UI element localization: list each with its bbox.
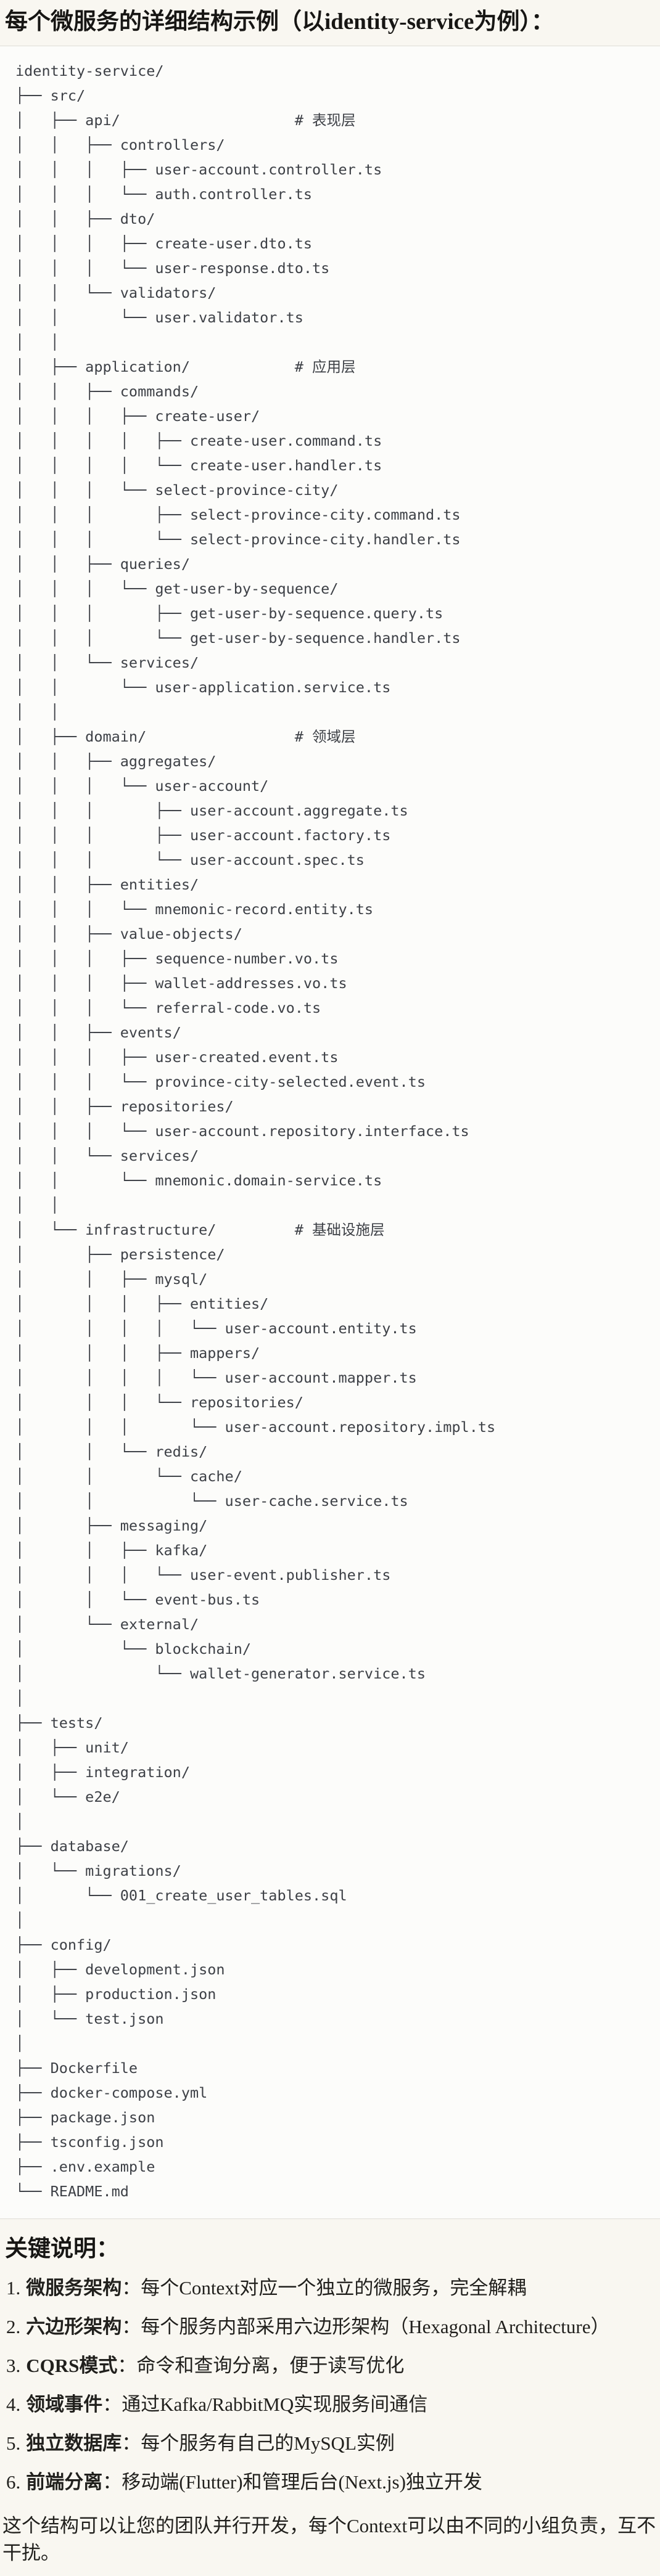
- list-item: 4.领域事件：通过Kafka/RabbitMQ实现服务间通信: [6, 2392, 654, 2418]
- list-item-text: ：每个服务内部采用六边形架构（Hexagonal Architecture）: [122, 2315, 610, 2337]
- list-item-text: ：每个Context对应一个独立的微服务，完全解耦: [122, 2276, 527, 2299]
- list-item: 3.CQRS模式：命令和查询分离，便于读写优化: [6, 2353, 654, 2379]
- list-item: 5.独立数据库：每个服务有自己的MySQL实例: [6, 2431, 654, 2456]
- closing-paragraph: 这个结构可以让您的团队并行开发，每个Context可以由不同的小组负责，互不干扰…: [2, 2515, 656, 2564]
- list-item-text: ：通过Kafka/RabbitMQ实现服务间通信: [102, 2393, 428, 2415]
- list-item: 1.微服务架构：每个Context对应一个独立的微服务，完全解耦: [6, 2275, 654, 2301]
- directory-tree-code-block: identity-service/ ├── src/ │ ├── api/ # …: [0, 46, 660, 2220]
- list-item-label: 领域事件: [26, 2393, 103, 2415]
- list-item-number: 4.: [6, 2393, 21, 2415]
- list-item-number: 1.: [6, 2276, 21, 2299]
- list-item-label: 独立数据库: [26, 2432, 122, 2455]
- list-item-text: ：命令和查询分离，便于读写优化: [117, 2354, 405, 2376]
- list-item-number: 2.: [6, 2315, 21, 2337]
- list-item-label: 六边形架构: [26, 2315, 122, 2337]
- page-title: 每个微服务的详细结构示例（以identity-service为例）：: [5, 9, 554, 35]
- list-item-number: 3.: [6, 2354, 21, 2376]
- list-item: 2.六边形架构：每个服务内部采用六边形架构（Hexagonal Architec…: [6, 2314, 654, 2340]
- list-item-text: ：移动端(Flutter)和管理后台(Next.js)独立开发: [102, 2471, 482, 2493]
- list-item-label: 微服务架构: [26, 2276, 122, 2299]
- list-item: 6.前端分离：移动端(Flutter)和管理后台(Next.js)独立开发: [6, 2469, 654, 2495]
- list-item-text: ：每个服务有自己的MySQL实例: [122, 2432, 395, 2455]
- list-item-label: 前端分离: [26, 2471, 103, 2493]
- key-notes-title: 关键说明：: [5, 2236, 119, 2262]
- list-item-label: CQRS模式: [26, 2354, 118, 2376]
- list-item-number: 6.: [6, 2471, 21, 2493]
- list-item-number: 5.: [6, 2432, 21, 2455]
- key-notes-list: 1.微服务架构：每个Context对应一个独立的微服务，完全解耦 2.六边形架构…: [0, 2270, 660, 2496]
